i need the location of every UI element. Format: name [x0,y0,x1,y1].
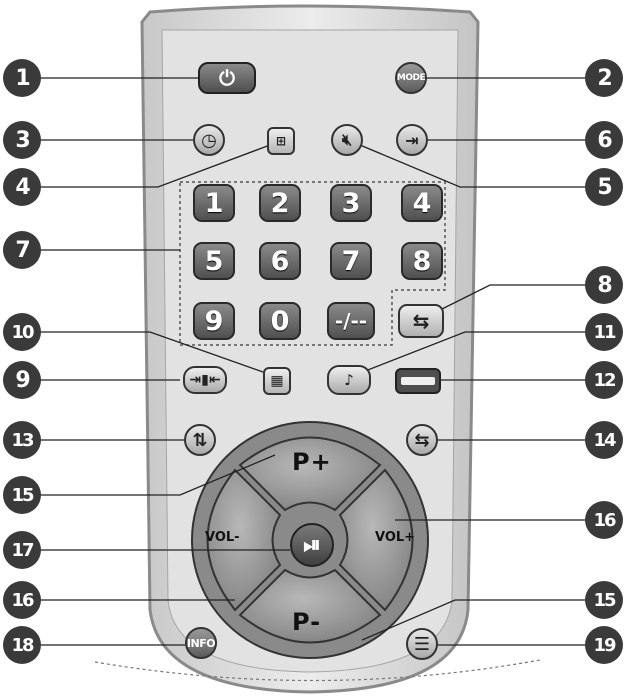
callout-15: 15 [3,476,41,514]
mode-button[interactable]: MODE [395,62,427,94]
play-pause-icon: ⏯︎ [303,533,321,558]
callout-16: 16 [585,501,623,539]
callout-5: 5 [585,168,623,206]
digit-7-button[interactable]: 7 [330,242,372,280]
callout-8: 8 [585,266,623,304]
info-button[interactable]: INFO [185,627,217,659]
digit-9-button[interactable]: 9 [193,302,235,340]
info-label: INFO [187,637,215,650]
source-icon: ⇥ [405,131,418,150]
power-button[interactable]: ⏻ [198,62,256,94]
sound-icon: ♪ [344,371,354,389]
callout-9: 9 [3,361,41,399]
mute-icon: 🔇︎ [342,130,352,150]
callout-6: 6 [585,121,623,159]
digit-5-button[interactable]: 5 [193,242,235,280]
callout-3: 3 [3,121,41,159]
vol-minus-label: VOL- [205,530,240,545]
calendar-icon: ▦ [270,373,283,389]
play-pause-button[interactable]: ⏯︎ [290,523,334,567]
menu-button[interactable]: ☰ [406,628,438,660]
callout-16b: 16 [3,581,41,619]
p-plus-label: P+ [292,448,332,476]
callout-15b: 15 [585,581,623,619]
callout-19: 19 [585,626,623,664]
digit-1-button[interactable]: 1 [193,184,235,222]
digit-6-button[interactable]: 6 [259,242,301,280]
digit-3-button[interactable]: 3 [330,184,372,222]
zoom-icon: ⇥▮⇤ [189,372,220,388]
callout-18: 18 [3,626,41,664]
blank-button[interactable] [395,368,441,394]
preset-sound-button[interactable]: ♪ [327,365,371,395]
callout-12: 12 [585,361,623,399]
zoom-button[interactable]: ⇥▮⇤ [183,366,227,394]
digit-8-button[interactable]: 8 [401,242,443,280]
screen-button[interactable]: ⊞ [267,127,295,155]
callout-4: 4 [3,168,41,206]
callout-7: 7 [3,231,41,269]
epg-button[interactable]: ▦ [263,367,291,395]
source-button[interactable]: ⇥ [396,124,428,156]
swap-vertical-button[interactable]: ⇅ [184,424,216,456]
p-minus-label: P- [292,608,321,636]
mode-label: MODE [397,73,425,83]
callout-17: 17 [3,531,41,569]
dash-button[interactable]: -/-- [327,302,375,340]
bar-icon [401,377,435,385]
menu-list-icon: ☰ [414,634,430,655]
callout-14: 14 [585,421,623,459]
callout-2: 2 [585,59,623,97]
mute-button[interactable]: 🔇︎ [331,124,363,156]
callout-1: 1 [3,59,41,97]
callout-13: 13 [3,421,41,459]
swap-horizontal-button[interactable]: ⇆ [406,424,438,456]
clock-icon: ◷ [201,130,217,151]
clock-button[interactable]: ◷ [193,124,225,156]
recall-button[interactable]: ⇆ [398,304,444,338]
recall-icon: ⇆ [413,309,430,333]
power-icon: ⏻ [219,66,235,90]
up-down-arrow-icon: ⇅ [192,430,207,451]
callout-10: 10 [3,313,41,351]
picture-icon: ⊞ [276,134,286,148]
digit-0-button[interactable]: 0 [259,302,301,340]
callout-11: 11 [585,313,623,351]
vol-plus-label: VOL+ [375,530,415,545]
left-right-arrow-icon: ⇆ [414,430,429,451]
digit-4-button[interactable]: 4 [401,184,443,222]
digit-2-button[interactable]: 2 [259,184,301,222]
